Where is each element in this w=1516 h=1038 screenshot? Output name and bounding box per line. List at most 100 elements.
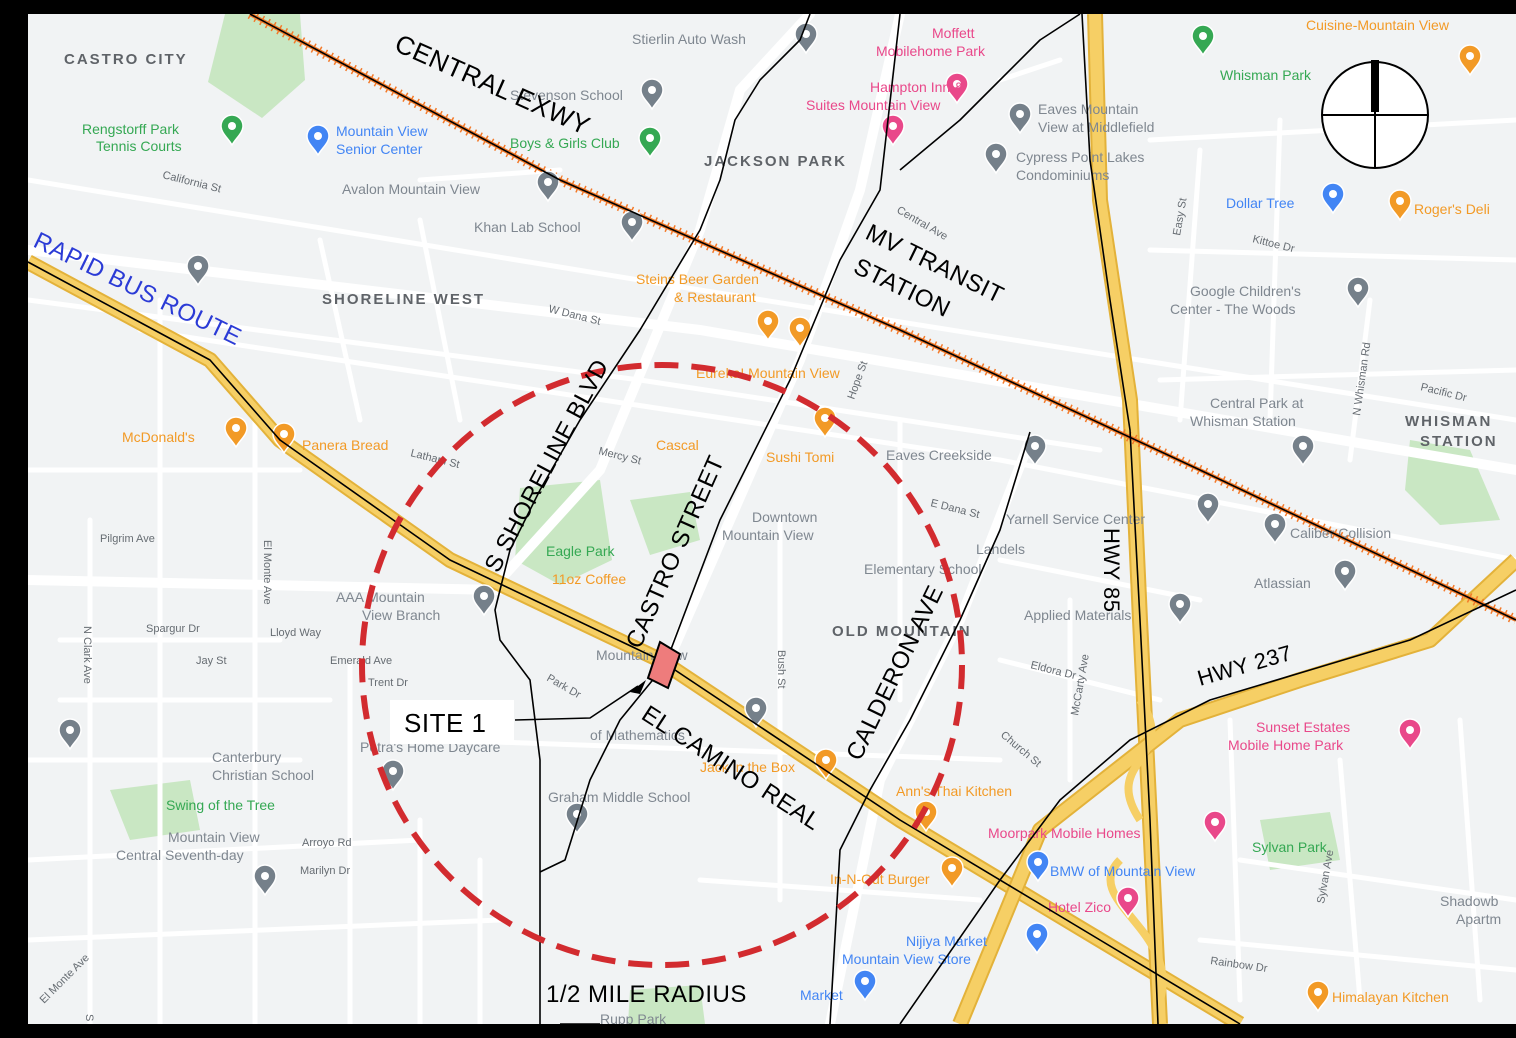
poi-label: Mountain View — [336, 123, 428, 139]
poi-label: Suites Mountain View — [806, 97, 941, 113]
map-pin-icon[interactable] — [744, 696, 768, 729]
poi-label: Hampton Inn & — [870, 79, 964, 95]
shoreline-line — [494, 13, 811, 870]
poi-label: Swing of the Tree — [166, 797, 275, 813]
poi-label: Center - The Woods — [1170, 301, 1296, 317]
map-pin-icon[interactable] — [1008, 102, 1032, 135]
map-pin-icon[interactable] — [1203, 810, 1227, 843]
hwy85-line — [1081, 13, 1159, 1025]
park-areas — [110, 14, 1500, 1024]
hwy85-label: HWY 85 — [1099, 528, 1124, 613]
poi-label: Khan Lab School — [474, 219, 581, 235]
site-parcel[interactable] — [646, 640, 682, 690]
poi-label: 11oz Coffee — [552, 571, 626, 587]
neighborhood-labels: CASTRO CITY JACKSON PARK SHORELINE WEST … — [64, 51, 1496, 640]
site-label-box[interactable]: SITE 1 — [390, 700, 514, 744]
map-pin-icon[interactable] — [472, 584, 496, 617]
map-pin-icon[interactable] — [1025, 922, 1049, 955]
site-marker[interactable] — [630, 640, 682, 694]
poi-label: Stierlin Auto Wash — [632, 31, 746, 47]
map-pin-icon[interactable] — [1291, 434, 1315, 467]
poi-label: Mobilehome Park — [876, 43, 986, 59]
poi-label: Mobile Home Park — [1228, 737, 1344, 753]
map-pin-icon[interactable] — [536, 170, 560, 203]
map-pin-icon[interactable] — [186, 254, 210, 287]
map-pin-icon[interactable] — [1346, 276, 1370, 309]
map-pin-icon[interactable] — [1321, 182, 1345, 215]
radius-label: 1/2 MILE RADIUS — [546, 981, 747, 1008]
map-pin-icon[interactable] — [945, 72, 969, 105]
poi-label: View Branch — [362, 607, 440, 623]
calderon-line — [829, 431, 1031, 1025]
poi-label: Whisman Park — [1220, 67, 1312, 83]
poi-label: Senior Center — [336, 141, 423, 157]
poi-label: Moorpark Mobile Homes — [988, 825, 1141, 841]
poi-label: Avalon Mountain View — [342, 181, 481, 197]
poi-label: Dollar Tree — [1226, 195, 1295, 211]
map-pin-icon[interactable] — [1398, 718, 1422, 751]
map-pin-icon[interactable] — [1458, 44, 1482, 77]
street-label: Lloyd Way — [270, 627, 321, 639]
poi-label: BMW of Mountain View — [1050, 863, 1196, 879]
map-pin-icon[interactable] — [253, 864, 277, 897]
hwy237-line — [899, 589, 1516, 1025]
map-pin-icon[interactable] — [814, 748, 838, 781]
park-area — [1260, 812, 1340, 870]
poi-label: Graham Middle School — [548, 789, 690, 805]
site-leader-line — [514, 685, 639, 721]
poi-label: Google Children's — [1190, 283, 1301, 299]
poi-label: Jack in the Box — [700, 759, 795, 775]
map-pin-icon[interactable] — [1263, 512, 1287, 545]
poi-label: Applied Materials — [1024, 607, 1131, 623]
poi-label: Cuisine-Mountain View — [1306, 17, 1450, 33]
street-label: Marilyn Dr — [300, 865, 350, 877]
map-pin-icon[interactable] — [853, 969, 877, 1002]
map-pin-icon[interactable] — [1026, 850, 1050, 883]
neighborhood-label: CASTRO CITY — [64, 51, 188, 68]
park-area — [628, 985, 705, 1024]
map-pin-icon[interactable] — [1388, 189, 1412, 222]
map-pin-icon[interactable] — [638, 126, 662, 159]
poi-label: Tennis Courts — [96, 138, 182, 154]
map-pin-icon[interactable] — [220, 114, 244, 147]
map-pin-icon[interactable] — [1116, 886, 1140, 919]
street-label: Trent Dr — [368, 677, 408, 689]
map-pin-icon[interactable] — [306, 124, 330, 157]
map-pin-icon[interactable] — [1168, 592, 1192, 625]
poi-label: Downtown — [752, 509, 817, 525]
map-pin-icon[interactable] — [224, 416, 248, 449]
map-pin-icon[interactable] — [272, 422, 296, 455]
poi-label: Panera Bread — [302, 437, 388, 453]
poi-label: Eureka! Mountain View — [696, 365, 841, 381]
central-exwy-line — [249, 13, 1516, 621]
street-label: Bush St — [775, 650, 787, 689]
poi-label: View at Middlefield — [1038, 119, 1154, 135]
transit-line — [899, 13, 1081, 171]
map-pin-icon[interactable] — [1333, 559, 1357, 592]
street-label: El Monte Ave — [261, 540, 273, 605]
poi-label: Nijiya Market — [906, 933, 987, 949]
poi-label: In-N-Out Burger — [830, 871, 930, 887]
map-pin-icon[interactable] — [640, 78, 664, 111]
half-mile-radius-circle — [359, 362, 965, 968]
map-pin-icon[interactable] — [58, 718, 82, 751]
poi-label: Boys & Girls Club — [510, 135, 620, 151]
map-pin-icon[interactable] — [813, 406, 837, 439]
map-pin-icon[interactable] — [1023, 434, 1047, 467]
site-label-background — [390, 700, 514, 744]
map-pin-icon[interactable] — [984, 142, 1008, 175]
park-area — [110, 780, 200, 840]
poi-label: Mountain View — [722, 527, 814, 543]
map-pin-icon[interactable] — [940, 856, 964, 889]
poi-label: Atlassian — [1254, 575, 1311, 591]
poi-label: Sunset Estates — [1256, 719, 1350, 735]
map-pin-icon[interactable] — [1191, 24, 1215, 57]
poi-label: Central Park at — [1210, 395, 1303, 411]
poi-label: Hotel Zico — [1048, 899, 1111, 915]
map-pin-icon[interactable] — [1306, 980, 1330, 1013]
street-label: Jay St — [196, 655, 227, 667]
map-pin-icon[interactable] — [756, 309, 780, 342]
base-map: CASTRO CITY JACKSON PARK SHORELINE WEST … — [28, 14, 1516, 1024]
map-pin-icon[interactable] — [1196, 492, 1220, 525]
